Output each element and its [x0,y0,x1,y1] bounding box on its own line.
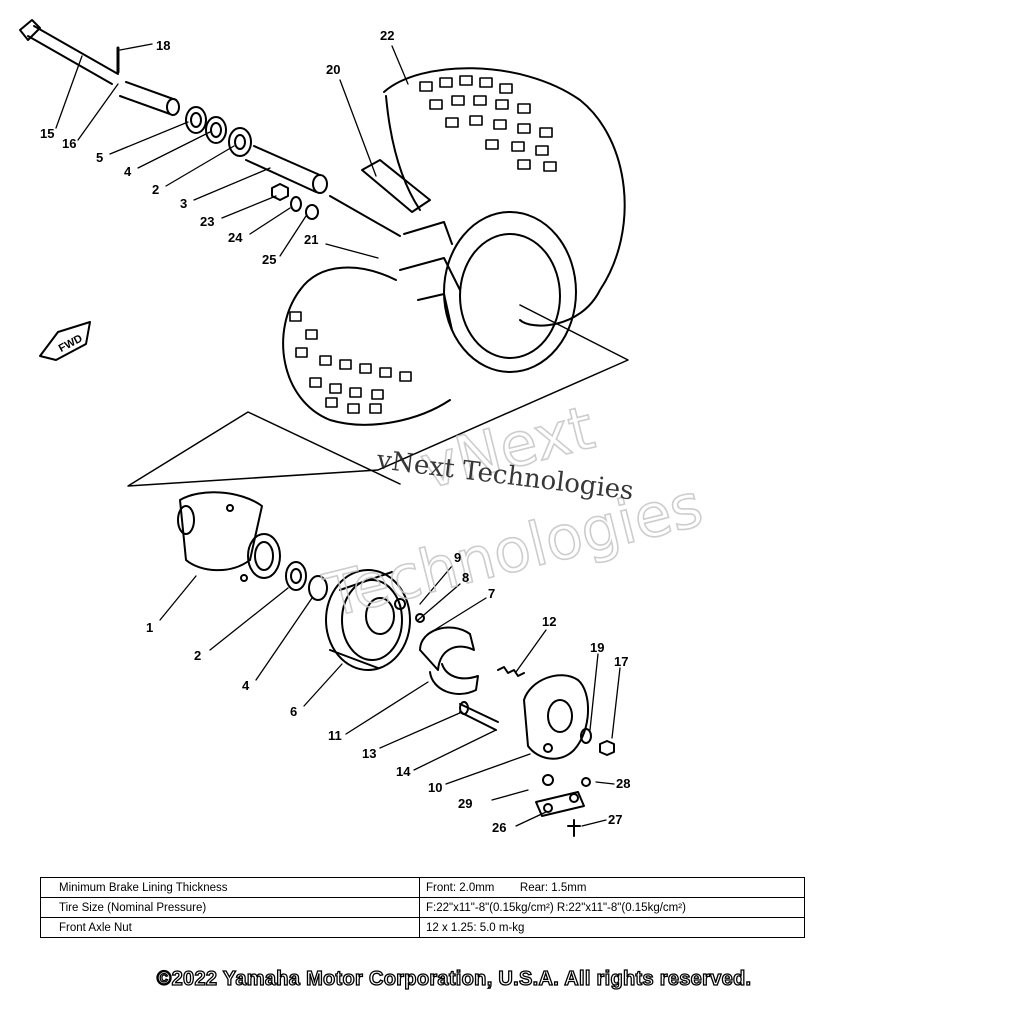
spec-value: 12 x 1.25: 5.0 m-kg [419,917,805,938]
callout-4-lower: 4 [242,678,250,693]
panel-nut-washer [580,728,615,756]
copyright-notice: ©2022 Yamaha Motor Corporation, U.S.A. A… [156,967,752,990]
watermark: vNext Technologies vNext Technologies [317,392,710,632]
callout-9: 9 [454,550,461,565]
drum-bolt [394,598,425,623]
axle-collar [119,81,180,116]
callout-28: 28 [616,776,630,791]
callout-21: 21 [304,232,318,247]
callout-29: 29 [458,796,472,811]
brake-drum [325,569,411,671]
callout-18: 18 [156,38,170,53]
callout-12: 12 [542,614,556,629]
callout-8: 8 [462,570,469,585]
callout-14: 14 [396,764,411,779]
callout-2-lower: 2 [194,648,201,663]
callout-20: 20 [326,62,340,77]
table-row: Tire Size (Nominal Pressure) F:22"x11"-8… [40,897,805,918]
spec-value: F:22"x11"-8"(0.15kg/cm²) R:22"x11"-8"(0.… [419,897,805,918]
watermark-technologies: Technologies [317,470,709,631]
spec-table: Minimum Brake Lining Thickness Front: 2.… [40,877,805,938]
table-row: Front Axle Nut 12 x 1.25: 5.0 m-kg [40,917,805,938]
callout-15: 15 [40,126,54,141]
callout-13: 13 [362,746,376,761]
wheel-rim [399,211,577,373]
callout-1: 1 [146,620,153,635]
axle-bolt [19,19,119,85]
spec-label: Minimum Brake Lining Thickness [40,877,420,898]
callout-11: 11 [328,728,342,743]
callout-2-upper: 2 [152,182,159,197]
callout-25: 25 [262,252,276,267]
exploded-parts-diagram: vNext Technologies vNext Technologies FW… [19,19,710,837]
callout-23: 23 [200,214,214,229]
callout-3: 3 [180,196,187,211]
brake-panel [523,674,589,760]
callout-26: 26 [492,820,506,835]
callout-16: 16 [62,136,76,151]
spec-value: Front: 2.0mm Rear: 1.5mm [419,877,805,898]
brake-shoes [419,626,479,695]
axle-spacer [245,145,328,194]
bearing-upper [185,106,252,157]
callout-22: 22 [380,28,394,43]
callout-6: 6 [290,704,297,719]
wheel-hub [177,491,281,582]
brake-arm [535,774,591,837]
table-row: Minimum Brake Lining Thickness Front: 2.… [40,877,805,898]
spec-label: Tire Size (Nominal Pressure) [40,897,420,918]
callout-7: 7 [488,586,495,601]
callout-19: 19 [590,640,604,655]
brake-cam-shaft [459,701,499,731]
callout-24: 24 [228,230,243,245]
callout-10: 10 [428,780,442,795]
callout-27: 27 [608,812,622,827]
tire-tread [289,75,557,414]
axle-nut-washer [271,183,319,220]
fwd-arrow-icon [39,321,91,361]
hub-bearing [285,561,328,601]
tire [282,67,626,426]
callout-5: 5 [96,150,103,165]
callout-4-upper: 4 [124,164,132,179]
brake-spring [497,666,525,677]
callout-17: 17 [614,654,628,669]
leader-lines [55,43,621,827]
spec-label: Front Axle Nut [40,917,420,938]
callout-numbers: 18 15 16 5 4 2 3 23 24 25 21 20 22 1 2 4… [40,28,630,835]
assembly-leader-box [127,304,629,487]
